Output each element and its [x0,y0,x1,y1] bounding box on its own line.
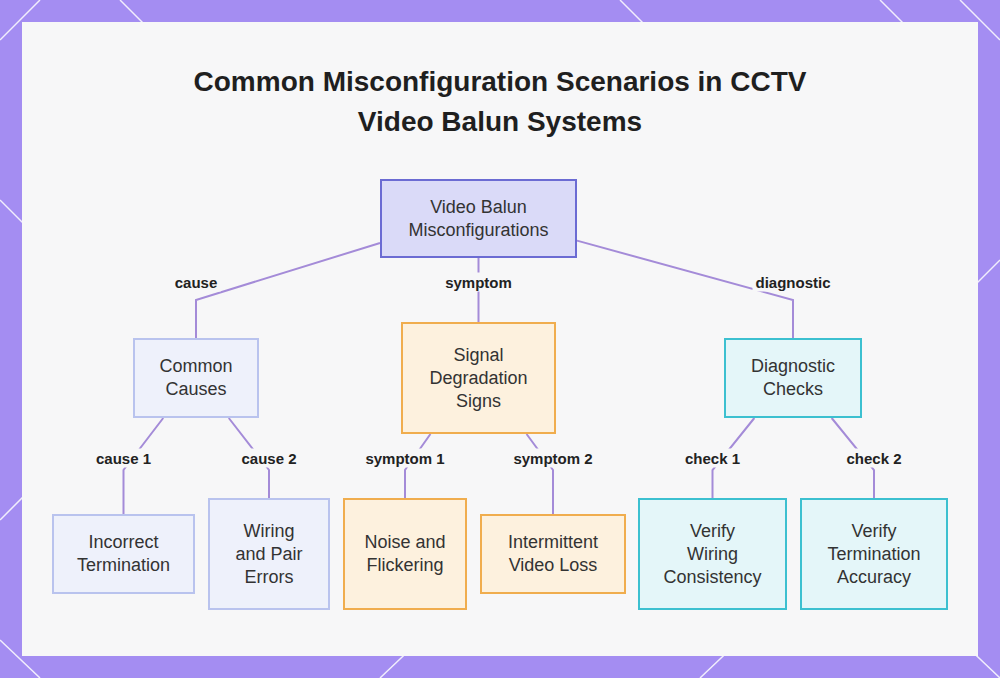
node-text: Wiring and Pair Errors [230,520,308,589]
connector-label: diagnostic [752,273,833,292]
process-box: Incorrect Termination [52,514,195,594]
connector-label: symptom 1 [362,449,447,468]
connector-label: symptom 2 [510,449,595,468]
node-text: Verify Wiring Consistency [663,520,763,589]
node-text: Common Causes [146,355,246,401]
process-box: Intermittent Video Loss [480,514,626,594]
node-text: Intermittent Video Loss [493,531,613,577]
connector-label: check 2 [843,449,904,468]
process-box: Common Causes [133,338,259,418]
process-box: Diagnostic Checks [724,338,862,418]
connector-label: symptom [442,273,515,292]
connector-label: cause 2 [238,449,299,468]
process-box: Verify Termination Accuracy [800,498,948,610]
connector-label: cause 1 [93,449,154,468]
node-text: Signal Degradation Signs [419,344,539,413]
process-box: Noise and Flickering [343,498,467,610]
connector [196,243,380,338]
diagram-title: Common Misconfiguration Scenarios in CCT… [190,62,810,142]
process-box: Video Balun Misconfigurations [380,179,577,258]
panel [22,22,978,656]
node-text: Incorrect Termination [64,531,184,577]
process-box: Wiring and Pair Errors [208,498,330,610]
process-box: Signal Degradation Signs [401,322,556,434]
node-text: Verify Termination Accuracy [819,520,929,589]
node-text: Diagnostic Checks [738,355,848,401]
process-box: Verify Wiring Consistency [638,498,787,610]
node-text: Noise and Flickering [355,531,455,577]
connector [527,434,553,514]
node-text: Video Balun Misconfigurations [394,196,564,242]
connector-label: cause [172,273,221,292]
connector-label: check 1 [682,449,743,468]
